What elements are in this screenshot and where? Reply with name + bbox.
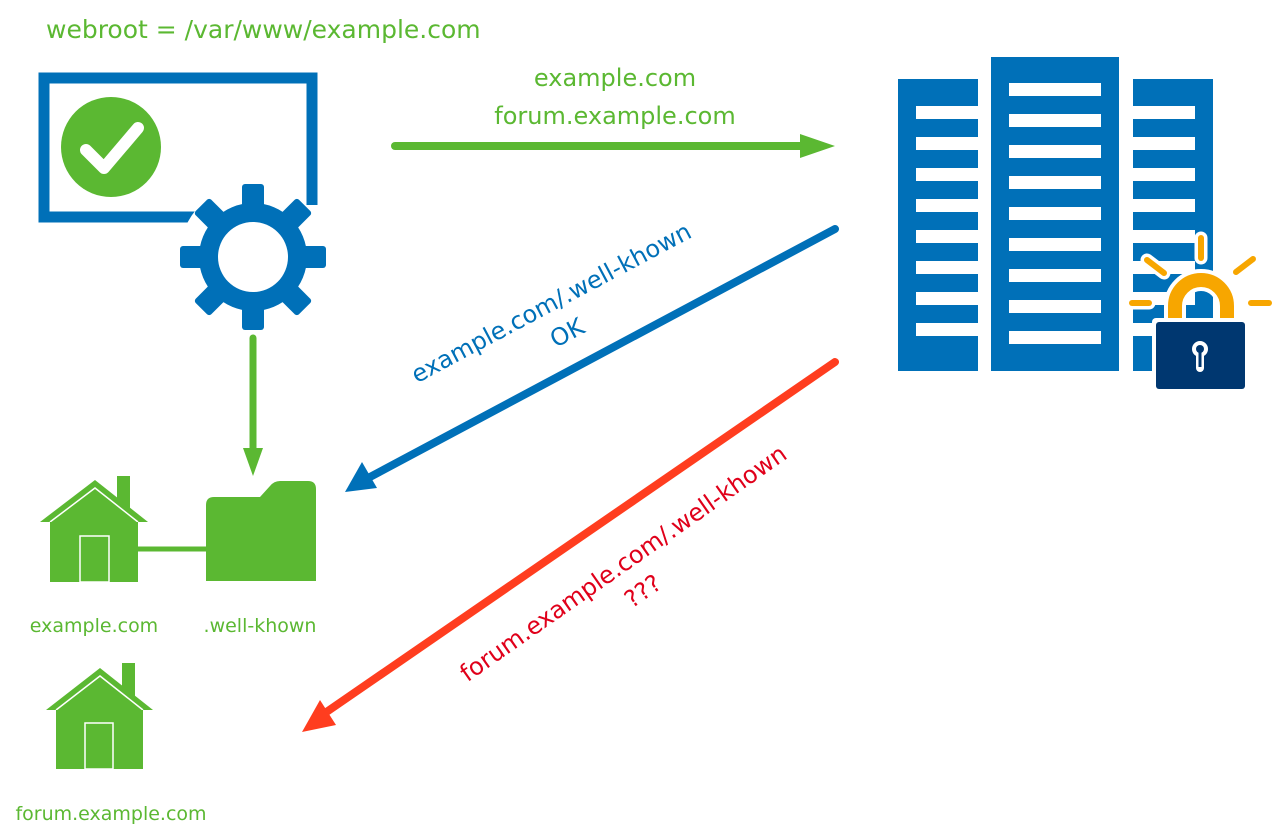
- arrow-failed-challenge: [302, 358, 839, 732]
- ok-challenge-label-line1: example.com/.well-khown: [407, 217, 696, 389]
- arrow-request: [391, 134, 835, 158]
- webroot-title: webroot = /var/www/example.com: [46, 15, 481, 44]
- server-rack-icon: [898, 57, 1213, 371]
- failed-challenge-label-line1: forum.example.com/.well-khown: [455, 440, 792, 688]
- checkmark-icon: [61, 97, 161, 197]
- gear-icon: [179, 183, 327, 331]
- padlock-icon: [1125, 231, 1276, 392]
- house-icon: [40, 476, 148, 583]
- example-com-label: example.com: [30, 615, 158, 637]
- arrow-ok-challenge: [345, 225, 839, 492]
- request-label-line1: example.com: [534, 64, 696, 92]
- arrow-client-to-folder: [243, 334, 263, 476]
- well-known-label: .well-khown: [204, 615, 317, 637]
- monitor-icon: [38, 72, 318, 223]
- request-label-line2: forum.example.com: [494, 102, 735, 130]
- house-icon: [46, 663, 153, 770]
- forum-example-com-label: forum.example.com: [15, 803, 206, 825]
- folder-icon: [206, 481, 316, 581]
